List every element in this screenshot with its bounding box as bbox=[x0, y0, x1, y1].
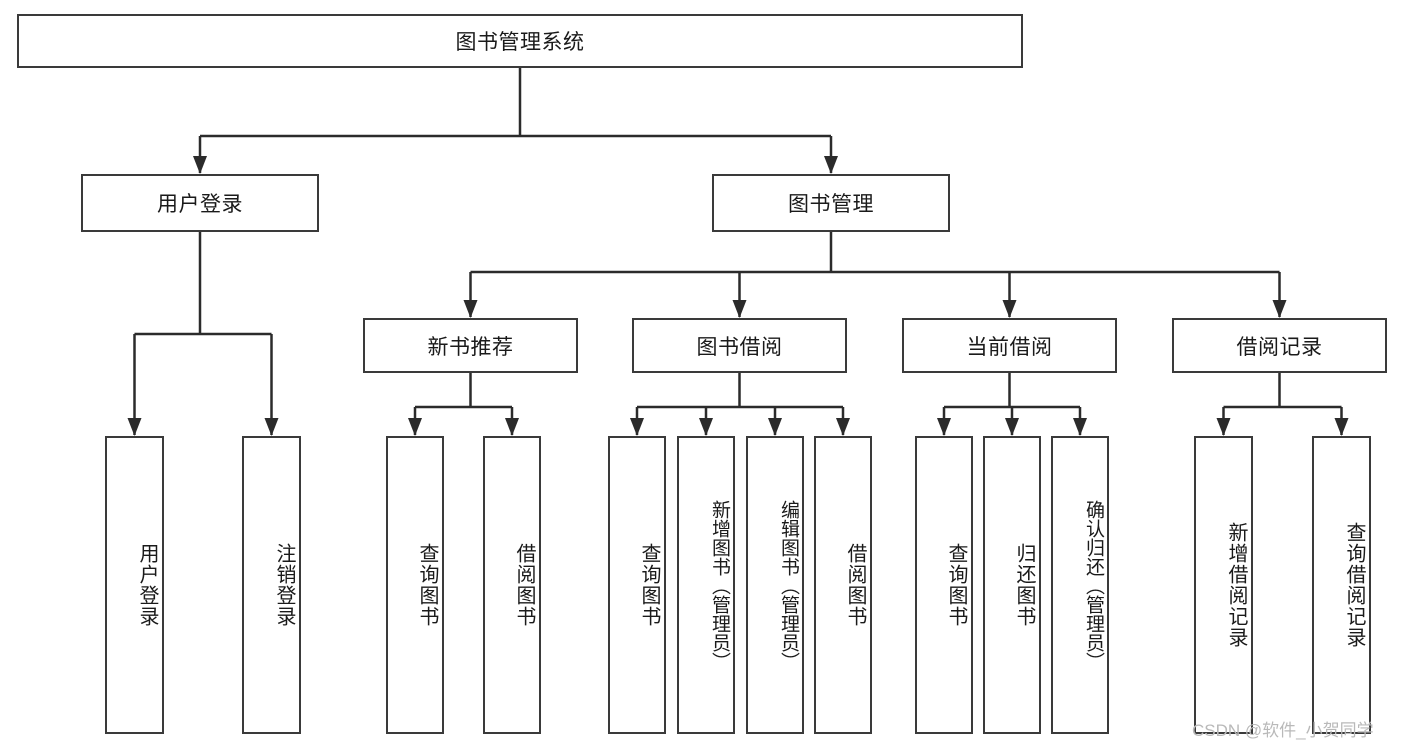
arrowhead-current_borrow bbox=[1002, 300, 1017, 318]
arrowhead-leaf_query_record bbox=[1334, 418, 1349, 436]
node-leaf-logout[interactable]: 注销登录 bbox=[242, 436, 301, 734]
node-leaf-return-book[interactable]: 归还图书 bbox=[983, 436, 1041, 734]
arrowhead-leaf_query_book_2 bbox=[630, 418, 644, 436]
node-label: 确认归还（管理员） bbox=[1083, 499, 1104, 671]
node-leaf-confirm-return[interactable]: 确认归还（管理员） bbox=[1051, 436, 1109, 734]
node-label: 查询借阅记录 bbox=[1343, 522, 1365, 648]
node-root[interactable]: 图书管理系统 bbox=[17, 14, 1023, 68]
node-label: 查询图书 bbox=[638, 543, 660, 627]
arrowhead-book_manage bbox=[824, 156, 838, 174]
node-label: 归还图书 bbox=[1013, 543, 1035, 627]
node-leaf-query-book-3[interactable]: 查询图书 bbox=[915, 436, 973, 734]
node-leaf-query-record[interactable]: 查询借阅记录 bbox=[1312, 436, 1371, 734]
node-label: 图书管理 bbox=[788, 193, 874, 216]
node-leaf-add-book[interactable]: 新增图书（管理员） bbox=[677, 436, 735, 734]
arrowhead-leaf_query_book_3 bbox=[937, 418, 951, 436]
arrowhead-leaf_logout bbox=[264, 418, 279, 436]
node-leaf-query-book-2[interactable]: 查询图书 bbox=[608, 436, 666, 734]
node-leaf-query-book-1[interactable]: 查询图书 bbox=[386, 436, 444, 734]
node-new-book-rec[interactable]: 新书推荐 bbox=[363, 318, 578, 373]
node-label: 注销登录 bbox=[273, 543, 295, 627]
watermark-label: CSDN @软件_小贺同学 bbox=[1192, 721, 1374, 740]
arrowhead-new_book_rec bbox=[463, 300, 478, 318]
arrowhead-leaf_user_login bbox=[127, 418, 142, 436]
arrowhead-leaf_borrow_book_2 bbox=[836, 418, 850, 436]
node-label: 新增图书（管理员） bbox=[709, 499, 730, 671]
arrowhead-leaf_add_book bbox=[699, 418, 713, 436]
node-label: 编辑图书（管理员） bbox=[778, 499, 799, 671]
node-label: 查询图书 bbox=[945, 543, 967, 627]
node-borrow-record[interactable]: 借阅记录 bbox=[1172, 318, 1387, 373]
arrowhead-user_login bbox=[193, 156, 207, 174]
node-leaf-add-record[interactable]: 新增借阅记录 bbox=[1194, 436, 1253, 734]
node-label: 当前借阅 bbox=[966, 335, 1053, 359]
node-label: 新增借阅记录 bbox=[1225, 522, 1247, 648]
node-label: 图书管理系统 bbox=[455, 31, 585, 54]
node-label: 借阅记录 bbox=[1236, 335, 1323, 359]
node-label: 借阅图书 bbox=[844, 543, 866, 627]
arrowhead-book_borrow bbox=[732, 300, 747, 318]
arrowhead-leaf_confirm_return bbox=[1073, 418, 1087, 436]
arrowhead-leaf_borrow_book_1 bbox=[505, 418, 519, 436]
arrowhead-leaf_return_book bbox=[1005, 418, 1019, 436]
node-book-manage[interactable]: 图书管理 bbox=[712, 174, 950, 232]
node-label: 图书借阅 bbox=[696, 335, 783, 359]
node-leaf-borrow-book-2[interactable]: 借阅图书 bbox=[814, 436, 872, 734]
node-current-borrow[interactable]: 当前借阅 bbox=[902, 318, 1117, 373]
node-leaf-user-login[interactable]: 用户登录 bbox=[105, 436, 164, 734]
node-label: 借阅图书 bbox=[513, 543, 535, 627]
node-leaf-edit-book[interactable]: 编辑图书（管理员） bbox=[746, 436, 804, 734]
node-leaf-borrow-book-1[interactable]: 借阅图书 bbox=[483, 436, 541, 734]
arrowhead-leaf_query_book_1 bbox=[408, 418, 422, 436]
node-label: 查询图书 bbox=[416, 543, 438, 627]
node-book-borrow[interactable]: 图书借阅 bbox=[632, 318, 847, 373]
arrowhead-borrow_record bbox=[1272, 300, 1287, 318]
node-label: 用户登录 bbox=[157, 193, 243, 216]
arrowhead-leaf_add_record bbox=[1216, 418, 1231, 436]
node-label: 用户登录 bbox=[136, 543, 158, 627]
node-label: 新书推荐 bbox=[427, 335, 514, 359]
arrowhead-leaf_edit_book bbox=[768, 418, 782, 436]
node-user-login[interactable]: 用户登录 bbox=[81, 174, 319, 232]
